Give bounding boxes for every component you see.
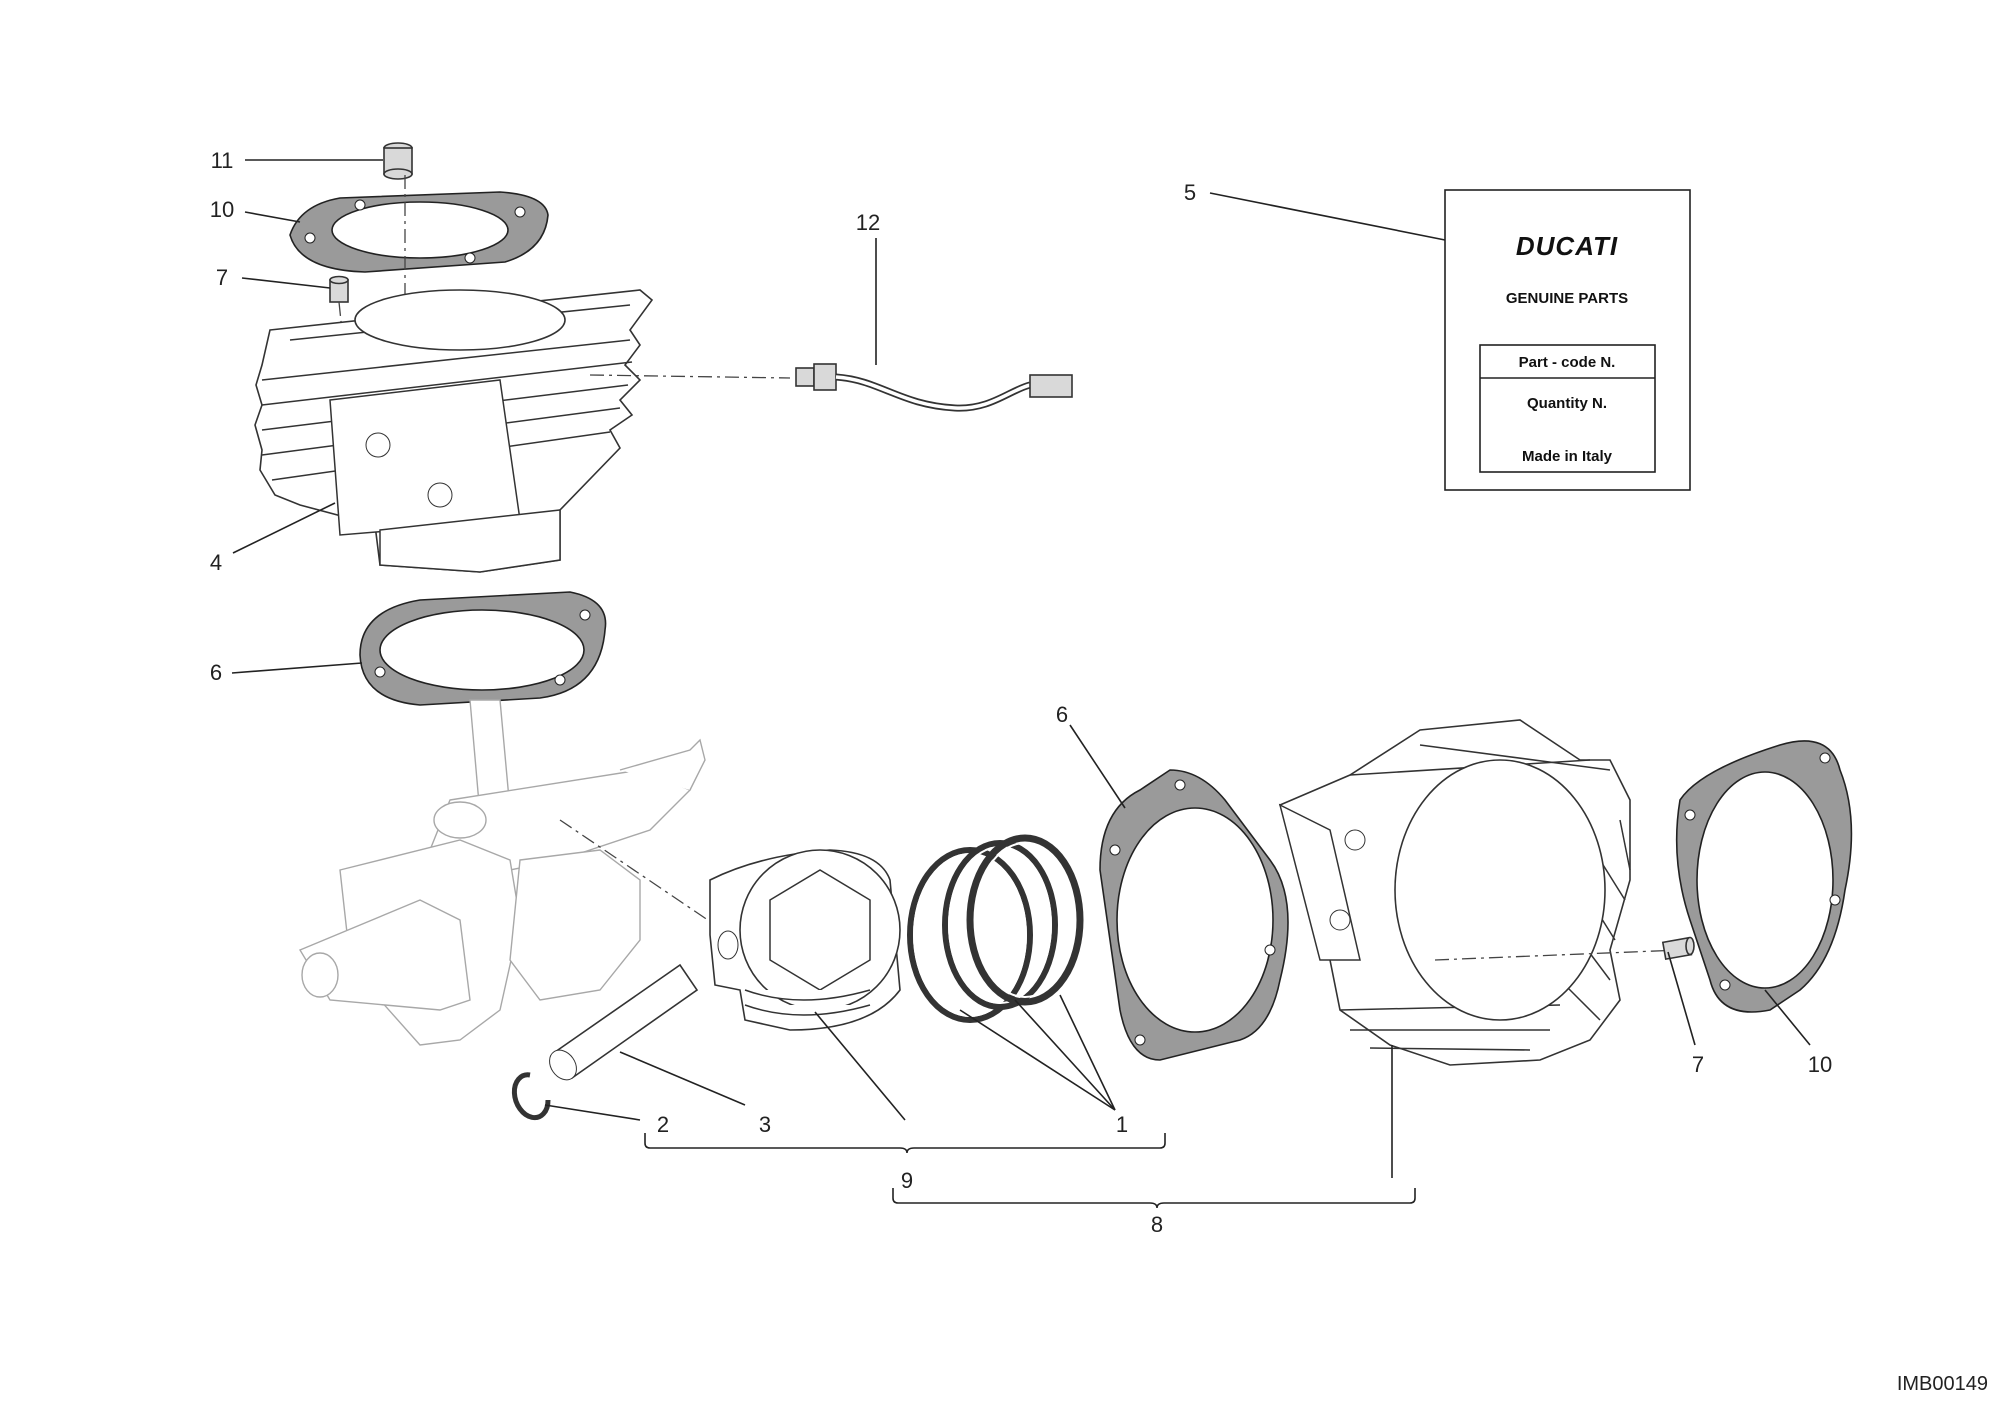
label-quantity: Quantity N. — [1527, 395, 1607, 412]
callout-6-lower: 6 — [1056, 702, 1068, 727]
image-code: IMB00149 — [1896, 1373, 1988, 1395]
callout-5: 5 — [1184, 180, 1196, 205]
circlip-part — [511, 1072, 551, 1121]
label-part-code: Part - code N. — [1519, 354, 1616, 371]
callout-6-upper: 6 — [210, 660, 222, 685]
label-inner-box — [1479, 344, 1656, 473]
genuine-parts-label: DUCATI GENUINE PARTS Part - code N. Quan… — [1444, 189, 1691, 491]
dowel-top-part — [383, 142, 413, 180]
base-gasket-upper-part — [359, 591, 607, 706]
crankshaft-part — [298, 699, 706, 1046]
callout-2: 2 — [657, 1112, 669, 1137]
callout-1: 1 — [1116, 1112, 1128, 1137]
callout-10-upper: 10 — [210, 197, 234, 222]
temperature-sensor-part — [589, 363, 1073, 412]
label-origin: Made in Italy — [1522, 448, 1613, 465]
callout-8: 8 — [1151, 1212, 1163, 1237]
label-brand: DUCATI — [1516, 231, 1618, 261]
callout-3: 3 — [759, 1112, 771, 1137]
dowel-upper-part — [329, 275, 349, 303]
piston-rings-part — [907, 834, 1084, 1023]
cylinder-lower-part — [1278, 719, 1631, 1066]
leader-lines — [231, 159, 1811, 1178]
label-heading: GENUINE PARTS — [1506, 290, 1628, 307]
dowel-lower-part — [1661, 936, 1695, 961]
head-gasket-lower-part — [1675, 740, 1853, 1013]
callout-7-upper: 7 — [216, 265, 228, 290]
head-gasket-top-part — [289, 191, 549, 273]
callout-11: 11 — [211, 148, 234, 173]
piston-pin-part — [549, 963, 699, 1081]
callout-numbers: 11 10 7 4 6 12 5 6 1 2 3 9 8 7 10 — [210, 148, 1832, 1237]
brackets — [644, 1133, 1416, 1209]
callout-9: 9 — [901, 1168, 913, 1193]
piston-part — [709, 849, 901, 1031]
callout-7-lower: 7 — [1692, 1052, 1704, 1077]
cylinder-upper-part — [254, 289, 654, 573]
callout-4: 4 — [210, 550, 222, 575]
callout-12: 12 — [856, 210, 880, 235]
callout-10-lower: 10 — [1808, 1052, 1832, 1077]
base-gasket-lower-part — [1099, 769, 1289, 1061]
